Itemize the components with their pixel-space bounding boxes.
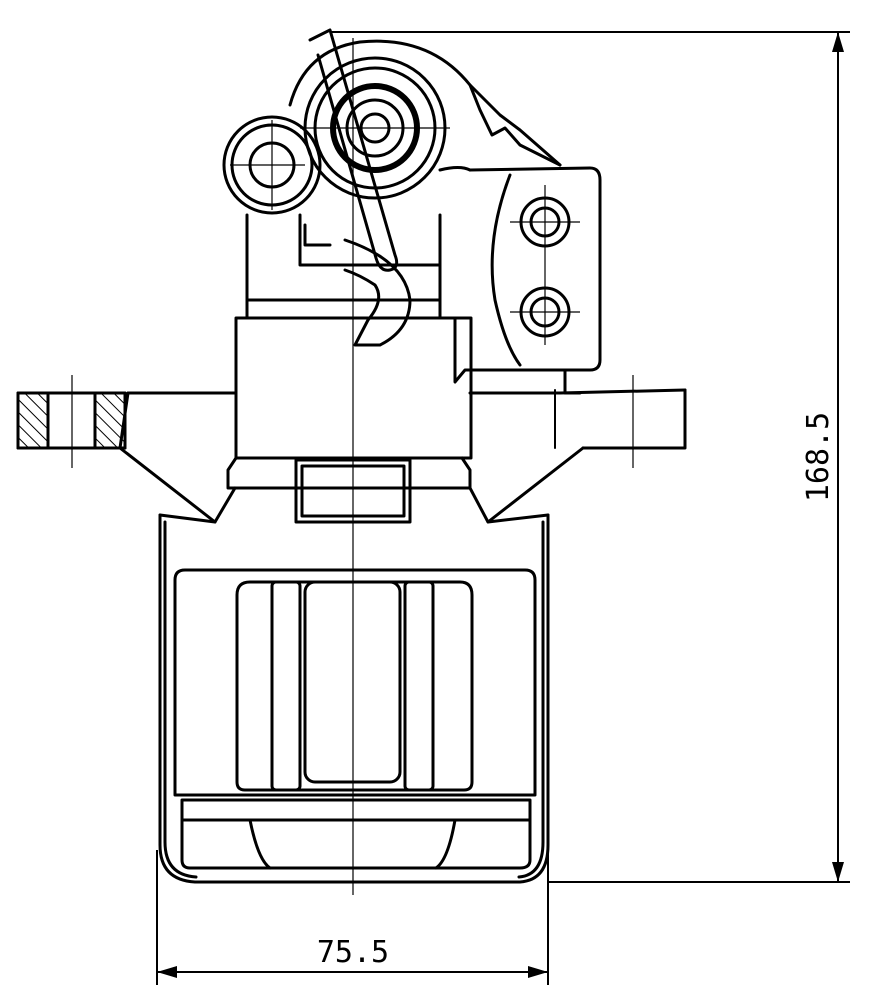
handbrake-side-plate <box>453 166 602 395</box>
central-body <box>226 316 473 490</box>
caliper-housing <box>158 513 550 884</box>
width-dimension-label: 75.5 <box>317 935 389 970</box>
mounting-bracket <box>118 388 687 524</box>
return-spring-hook <box>308 28 412 347</box>
center-lines <box>71 38 634 895</box>
height-dimension-label: 168.5 <box>801 412 836 502</box>
dimension-width <box>156 850 549 985</box>
piston-window-outer <box>235 580 474 792</box>
piston-window-left <box>270 580 302 792</box>
dimension-height <box>330 31 850 883</box>
piston-window-right <box>403 580 435 792</box>
lever-profile <box>438 83 562 172</box>
